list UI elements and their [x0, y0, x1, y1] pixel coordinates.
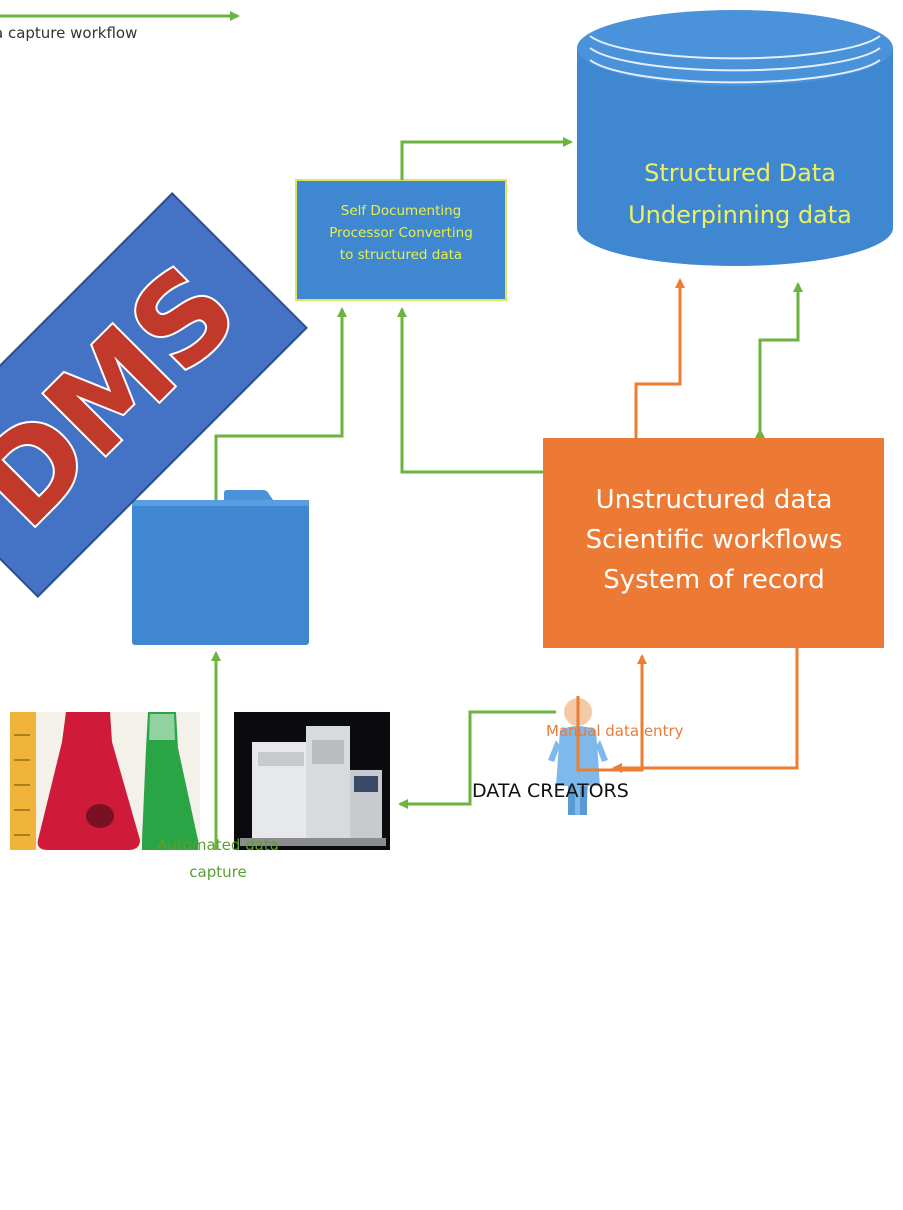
processor-label: Self Documenting Processor Converting to… [298, 200, 504, 266]
automated-line-2: capture [189, 863, 247, 881]
edge-structured-unstructured-bidirectional [755, 282, 803, 438]
edge-folder-to-processor [214, 307, 347, 500]
unstructured-data-box [543, 438, 884, 648]
structured-data-label: Structured Data Underpinning data [590, 152, 890, 236]
unstructured-data-label: Unstructured data Scientific workflows S… [545, 480, 883, 600]
folder-icon [132, 490, 309, 645]
edge-manual-data-entry-path [576, 654, 647, 772]
unstructured-line-2: Scientific workflows [585, 525, 843, 555]
edge-unstructured-to-structured [634, 278, 685, 438]
automated-line-1: Automated data [157, 836, 279, 854]
edge-unstructured-to-processor [397, 307, 543, 474]
lab-instrument-image [234, 712, 390, 850]
unstructured-line-1: Unstructured data [595, 485, 833, 515]
structured-line-2: Underpinning data [628, 201, 852, 229]
legend-label: a capture workflow [0, 24, 138, 42]
edge-processor-to-structured [400, 137, 573, 180]
processor-line-1: Self Documenting [340, 203, 462, 219]
processor-line-3: to structured data [339, 247, 463, 263]
edge-unstructured-to-creator [612, 648, 799, 773]
unstructured-line-3: System of record [603, 565, 825, 595]
automated-capture-label: Automated data capture [118, 832, 318, 886]
lab-flasks-image [10, 712, 200, 850]
structured-line-1: Structured Data [644, 159, 836, 187]
processor-line-2: Processor Converting [329, 225, 473, 241]
structured-data-cylinder [577, 10, 893, 266]
manual-data-entry-label: Manual data entry [546, 722, 684, 740]
edge-creator-to-instrument [398, 710, 556, 809]
data-creators-label: DATA CREATORS [472, 780, 629, 802]
